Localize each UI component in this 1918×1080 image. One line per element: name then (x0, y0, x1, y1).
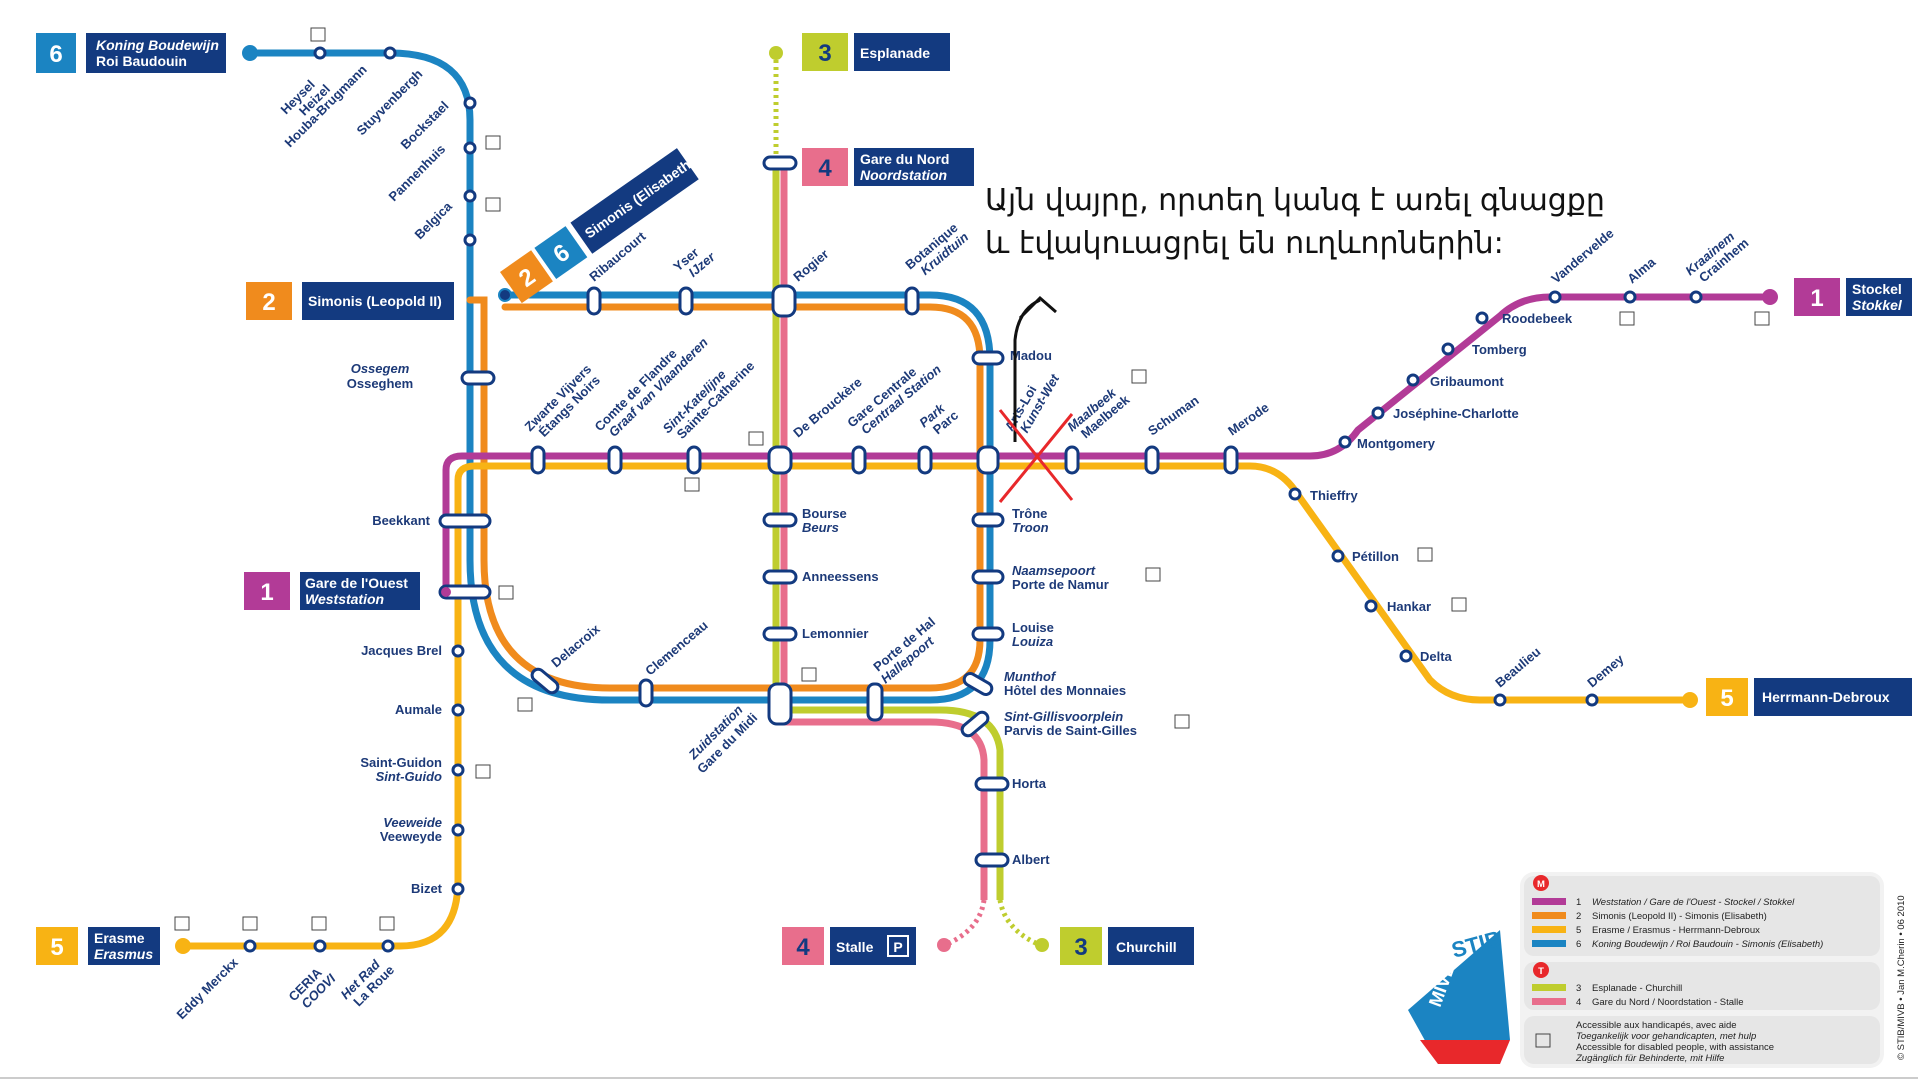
svg-text:Accessible aux handicapés, ave: Accessible aux handicapés, avec aide (1576, 1020, 1737, 1031)
svg-text:Simonis (Leopold II) - Simonis: Simonis (Leopold II) - Simonis (Elisabet… (1592, 911, 1767, 922)
label-montgomery: Montgomery (1357, 436, 1436, 451)
svg-text:Roi Baudouin: Roi Baudouin (96, 53, 187, 69)
svg-text:Esplanade: Esplanade (860, 45, 930, 61)
label-jacques: Jacques Brel (361, 643, 442, 658)
svg-text:M: M (1537, 879, 1545, 890)
svg-text:Herrmann-Debroux: Herrmann-Debroux (1762, 689, 1890, 705)
label-albert: Albert (1012, 852, 1050, 867)
annotation-line-a: Այն վայրը, որտեղ կանգ է առել գնացքը (985, 183, 1605, 218)
stib-logo: STIB MIVB (1408, 926, 1510, 1064)
svg-text:Esplanade - Churchill: Esplanade - Churchill (1592, 983, 1682, 994)
terminal-stockel: 1 Stockel Stokkel (1794, 278, 1912, 316)
svg-text:Zugänglich für Behinderte, mit: Zugänglich für Behinderte, mit Hilfe (1575, 1053, 1724, 1064)
label-lemonnier: Lemonnier (802, 626, 868, 641)
terminal-gare-du-nord: 4 Gare du Nord Noordstation (802, 148, 974, 186)
svg-text:6: 6 (49, 41, 62, 68)
label-aumale: Aumale (395, 702, 442, 717)
label-petillon: Pétillon (1352, 549, 1399, 564)
terminal-erasme: 5 Erasme Erasmus (36, 927, 160, 965)
svg-text:Weststation: Weststation (305, 591, 384, 607)
svg-text:Stalle: Stalle (836, 939, 874, 955)
label-hankar: Hankar (1387, 599, 1431, 614)
svg-text:Gare de l'Ouest: Gare de l'Ouest (305, 575, 408, 591)
terminal-churchill: 3 Churchill (1060, 927, 1194, 965)
label-anneessens: Anneessens (802, 569, 879, 584)
svg-text:T: T (1538, 966, 1544, 977)
svg-text:5: 5 (1576, 925, 1581, 936)
svg-text:© STIB/MIVB • Jan M.Cherin • 0: © STIB/MIVB • Jan M.Cherin • 06 2010 (1896, 895, 1907, 1060)
svg-text:5: 5 (50, 934, 63, 961)
line-6-track (246, 49, 994, 704)
svg-text:Gare du Nord / Noordstation -: Gare du Nord / Noordstation - Stalle (1592, 997, 1744, 1008)
svg-text:1: 1 (260, 579, 273, 606)
legend: M 1 Weststation / Gare de l'Ouest - Stoc… (1520, 872, 1907, 1068)
wheelchair-icon (174, 27, 1770, 931)
annotation-line-b: և էվակուացրել են ուղևորներին: (985, 226, 1504, 261)
terminal-herrmann-debroux: 5 Herrmann-Debroux (1706, 678, 1912, 716)
tram-4-dotted-s (943, 899, 987, 948)
svg-text:Stockel: Stockel (1852, 281, 1902, 297)
svg-text:Accessible for disabled people: Accessible for disabled people, with ass… (1576, 1042, 1774, 1053)
svg-text:P: P (893, 939, 902, 955)
label-tomberg: Tomberg (1472, 342, 1527, 357)
label-roodebeek: Roodebeek (1502, 311, 1573, 326)
svg-text:Simonis (Leopold II): Simonis (Leopold II) (308, 293, 442, 309)
svg-text:Stokkel: Stokkel (1852, 297, 1903, 313)
terminal-simonis-leopold: 2 Simonis (Leopold II) (246, 282, 454, 320)
svg-text:1: 1 (1576, 897, 1581, 908)
svg-text:Gare du Nord: Gare du Nord (860, 151, 949, 167)
svg-text:Erasme: Erasme (94, 930, 145, 946)
line-1-track (442, 293, 1774, 596)
label-madou: Madou (1010, 348, 1052, 363)
label-ossegem-b: Osseghem (347, 376, 413, 391)
label-delta: Delta (1420, 649, 1453, 664)
svg-text:Koning Boudewijn / Roi Baudoui: Koning Boudewijn / Roi Baudouin - Simoni… (1592, 939, 1823, 950)
svg-text:6: 6 (1576, 939, 1581, 950)
label-gribaumont: Gribaumont (1430, 374, 1504, 389)
svg-text:Churchill: Churchill (1116, 939, 1177, 955)
label-horta: Horta (1012, 776, 1047, 791)
label-beekkant: Beekkant (372, 513, 430, 528)
svg-text:3: 3 (818, 40, 831, 67)
svg-text:Noordstation: Noordstation (860, 167, 947, 183)
svg-text:4: 4 (796, 934, 810, 961)
svg-text:Erasme / Erasmus - Herrmann-De: Erasme / Erasmus - Herrmann-Debroux (1592, 925, 1760, 936)
terminal-esplanade: 3 Esplanade (802, 33, 950, 71)
line-5-track (179, 462, 1694, 950)
cross-icon (998, 409, 1074, 503)
svg-text:2: 2 (1576, 911, 1581, 922)
svg-text:3: 3 (1576, 983, 1581, 994)
label-ossegem-a: Ossegem (351, 361, 410, 376)
svg-text:4: 4 (818, 155, 832, 182)
label-bizet: Bizet (411, 881, 443, 896)
line-2-track (466, 296, 984, 692)
svg-text:3: 3 (1074, 934, 1087, 961)
terminal-gare-de-louest: 1 Gare de l'Ouest Weststation (244, 572, 420, 610)
svg-text:2: 2 (262, 289, 275, 316)
terminal-stalle: 4 Stalle P (782, 927, 916, 965)
svg-text:1: 1 (1810, 285, 1823, 312)
terminal-koning-boudewijn: 6 Koning Boudewijn Roi Baudouin (36, 33, 226, 73)
svg-text:Toegankelijk voor gehandicapte: Toegankelijk voor gehandicapten, met hul… (1576, 1031, 1756, 1042)
label-thieffry: Thieffry (1310, 488, 1358, 503)
svg-text:Koning Boudewijn: Koning Boudewijn (96, 37, 219, 53)
svg-text:4: 4 (1576, 997, 1581, 1008)
tram-3-dotted-s (997, 899, 1042, 948)
label-josephine: Joséphine-Charlotte (1393, 406, 1519, 421)
svg-text:Erasmus: Erasmus (94, 946, 153, 962)
svg-text:5: 5 (1720, 685, 1733, 712)
arrow-icon (1013, 295, 1057, 442)
annotation: Այն վայրը, որտեղ կանգ է առել գնացքը և էվ… (985, 183, 1605, 503)
svg-text:Weststation / Gare de l'Ouest: Weststation / Gare de l'Ouest - Stockel … (1592, 897, 1795, 908)
